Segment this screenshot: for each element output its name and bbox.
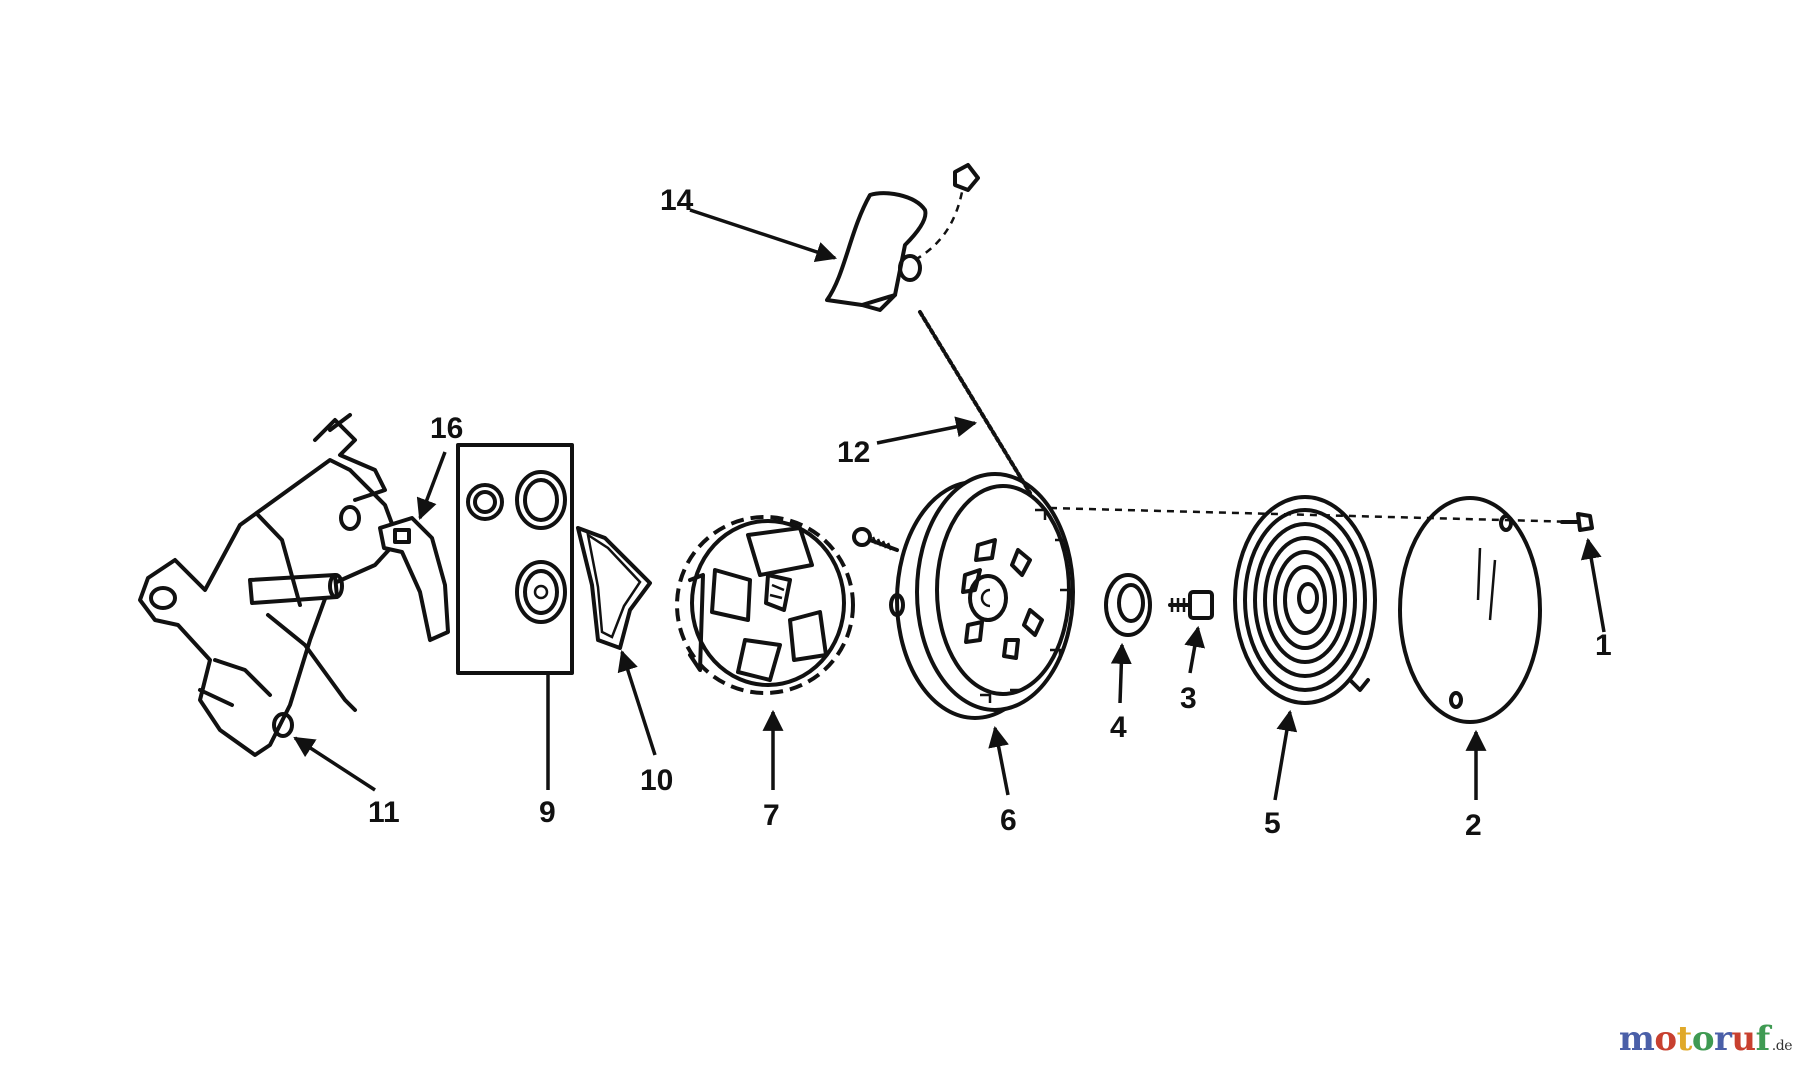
- leader-5: [1273, 709, 1298, 801]
- part-10-wire-spring: [576, 526, 652, 650]
- part-16-clip: [378, 516, 450, 642]
- part-1-screw: [1560, 512, 1594, 532]
- leader-1: [1580, 537, 1606, 633]
- part-9-gasket-plate: [456, 443, 574, 675]
- leader-3: [1184, 625, 1206, 674]
- watermark-letter: t: [1676, 1019, 1693, 1059]
- callout-labels: 1 2 3 4 5 6 7 9 10 11 12 14 16: [368, 184, 1612, 842]
- part-14-handle: [825, 163, 980, 312]
- leader-11: [293, 736, 376, 792]
- motoruf-watermark-logo: motoruf.de: [1619, 1019, 1793, 1059]
- part-6-recoil-pulley: [889, 472, 1075, 720]
- part-11-control-bracket: [138, 413, 400, 757]
- callout-10: 10: [640, 764, 673, 797]
- callout-16: 16: [430, 412, 463, 445]
- part-12-starter-rope: [918, 310, 1032, 495]
- callout-2: 2: [1465, 809, 1482, 842]
- part-2-cover-plate: [1398, 496, 1542, 724]
- watermark-suffix: .de: [1771, 1038, 1793, 1054]
- callout-11: 11: [368, 796, 400, 829]
- leader-4: [1110, 642, 1132, 704]
- callout-14: 14: [660, 184, 694, 217]
- leader-12: [876, 416, 978, 445]
- part-3-screw: [1168, 590, 1214, 620]
- watermark-letter: u: [1731, 1019, 1756, 1059]
- callout-1: 1: [1595, 629, 1612, 662]
- leader-14: [689, 208, 837, 263]
- pulley-bolt: [852, 527, 899, 552]
- part-5-recoil-spring: [1233, 495, 1377, 705]
- watermark-wordmark: motoruf: [1619, 1019, 1770, 1059]
- callout-7: 7: [763, 799, 780, 832]
- leader-6: [988, 725, 1010, 796]
- leader-10: [617, 650, 657, 756]
- part-7-gear: [675, 515, 855, 695]
- watermark-letter: f: [1755, 1019, 1771, 1059]
- watermark-letter: o: [1691, 1019, 1715, 1059]
- assembly-axis-line: [1049, 506, 1579, 524]
- part-4-cam: [1104, 573, 1152, 637]
- watermark-letter: o: [1654, 1019, 1677, 1059]
- watermark-letter: r: [1714, 1019, 1732, 1059]
- callout-3: 3: [1180, 682, 1197, 715]
- callout-5: 5: [1264, 807, 1281, 840]
- callout-6: 6: [1000, 804, 1017, 837]
- leader-lines: [293, 208, 1606, 801]
- callout-9: 9: [539, 796, 556, 829]
- callout-4: 4: [1110, 711, 1127, 744]
- leader-16: [416, 451, 447, 520]
- callout-12: 12: [837, 436, 870, 469]
- watermark-letter: m: [1618, 1019, 1655, 1059]
